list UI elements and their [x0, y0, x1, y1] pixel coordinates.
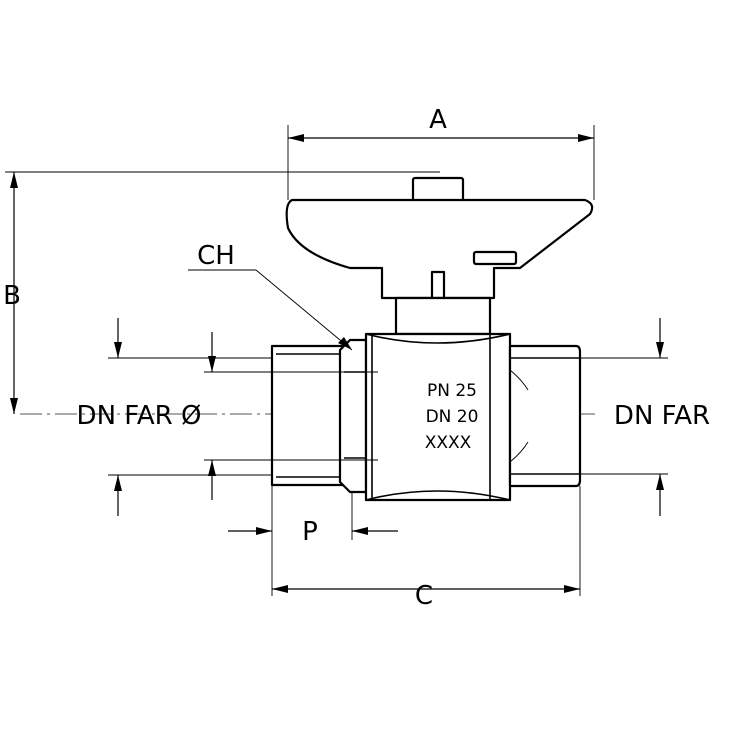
ch-leader [188, 269, 353, 351]
dimension-p [228, 485, 398, 596]
left-thread-label: DN FAR Ø [77, 401, 202, 431]
body-marking-pressure: PN 25 [427, 381, 477, 401]
butterfly-handle-icon [285, 176, 594, 300]
dimension-b [5, 171, 440, 414]
dimension-p-label: P [302, 517, 318, 547]
dimension-a-label: A [429, 105, 447, 135]
body-marking-code: XXXX [425, 433, 472, 453]
dimension-left-thread [108, 318, 378, 516]
ch-label: CH [197, 241, 235, 271]
dimension-c-label: C [415, 581, 433, 611]
right-thread-label: DN FAR [614, 401, 710, 431]
ball-valve-icon [270, 332, 582, 502]
dimension-b-label: B [3, 281, 21, 311]
body-marking-size: DN 20 [426, 407, 479, 427]
valve-stem [394, 296, 492, 336]
dimension-a [287, 125, 595, 200]
dimension-right-thread [580, 318, 668, 516]
dimension-c [272, 486, 581, 596]
